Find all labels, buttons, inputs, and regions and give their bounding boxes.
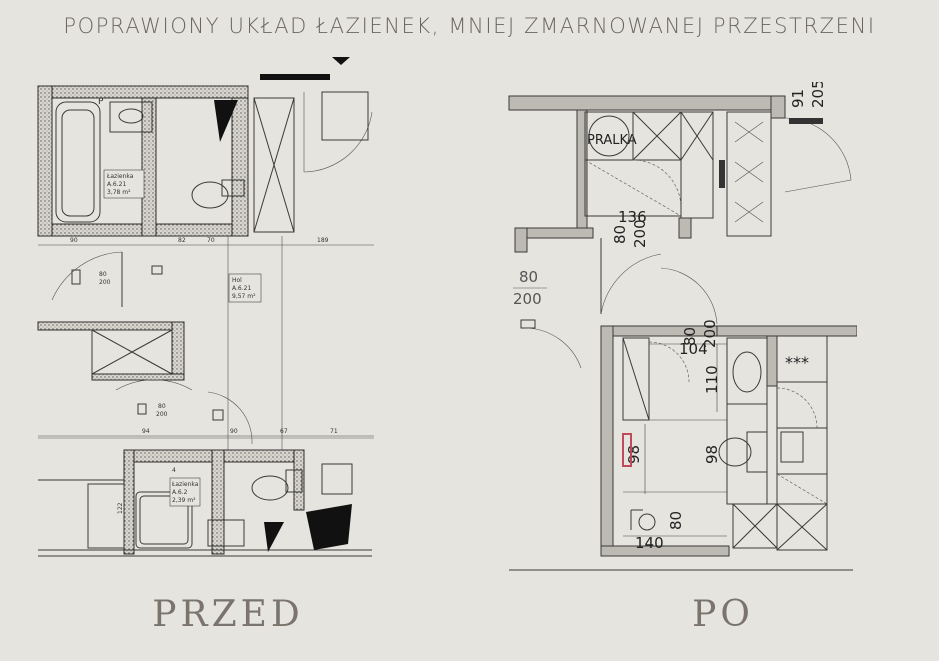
storage-box (87, 483, 125, 549)
svg-text:70: 70 (207, 237, 215, 244)
dim-200b: 200 (701, 319, 719, 348)
closet (726, 111, 772, 237)
svg-text:9,57 m²: 9,57 m² (232, 293, 256, 300)
lower-bathroom-after (509, 325, 857, 571)
svg-text:80: 80 (158, 403, 166, 410)
dimension-row-middle: 94 90 67 71 (38, 428, 374, 437)
lower-sink-icon (207, 519, 245, 547)
room-tag-lower-bathroom: Łazienka A.6.2 2,39 m² (169, 477, 201, 507)
dim-200a: 200 (631, 219, 649, 248)
svg-text:80: 80 (99, 271, 107, 278)
svg-text:200: 200 (156, 411, 168, 418)
svg-text:Łazienka: Łazienka (106, 173, 134, 180)
dim-122: 122 (117, 502, 124, 514)
door-wedge-dark-2 (264, 522, 284, 552)
lower-door: 80 200 (115, 379, 253, 445)
upper-bathroom-walls (37, 85, 249, 237)
grid-lines (38, 236, 374, 452)
sink-icon (109, 101, 153, 133)
svg-text:94: 94 (142, 428, 150, 435)
heater-icon (622, 433, 632, 467)
room-tag-hall: Hol A.6.21 9,57 m² (228, 273, 262, 303)
dim-80-side: 80 (519, 268, 538, 286)
bathtub-icon (55, 101, 101, 223)
svg-text:67: 67 (280, 428, 288, 435)
dim-98b: 98 (703, 445, 721, 464)
dim-110: 110 (703, 365, 721, 394)
svg-text:200: 200 (99, 279, 111, 286)
dim-80a: 80 (611, 225, 629, 244)
door-swing (303, 92, 373, 173)
dim-80c: 80 (667, 511, 685, 530)
door-wedge-dark (214, 100, 238, 142)
svg-text:3,78 m²: 3,78 m² (107, 189, 131, 196)
dim-91: 91 (789, 89, 807, 108)
ventilation-shaft (253, 97, 295, 233)
lower-bathroom-walls (38, 449, 372, 557)
svg-text:71: 71 (330, 428, 338, 435)
before-floor-plan: P Łazienka A.6.21 3,78 m² 90 82 70 189 8… (37, 57, 374, 557)
caption-before: PRZED (152, 594, 304, 635)
shower-icon (135, 491, 193, 549)
lower-toilet-icon (251, 469, 303, 501)
laundry-room: PRALKA (584, 95, 852, 237)
middle-wall (37, 321, 185, 381)
dim-205: 205 (809, 82, 827, 108)
svg-text:90: 90 (70, 237, 78, 244)
dim-140: 140 (635, 534, 664, 552)
svg-text:A.6.2: A.6.2 (172, 489, 188, 496)
dark-block (719, 160, 725, 188)
after-shower (622, 337, 690, 421)
room-mark-p: P (98, 97, 104, 107)
dim-200-side: 200 (513, 290, 542, 308)
right-cabinets: *** (732, 335, 828, 551)
north-marker-icon (332, 57, 350, 65)
after-toilet-icon (718, 431, 768, 473)
middle-door-swing (520, 238, 718, 369)
svg-text:A.6.21: A.6.21 (107, 181, 126, 188)
lower-shower-head (630, 509, 656, 531)
left-door: 80 200 (51, 251, 163, 307)
after-floor-plan: PRALKA 136 80 200 91 205 80 (508, 82, 857, 571)
svg-text:Łazienka: Łazienka (171, 481, 199, 488)
washing-machine-icon (588, 115, 630, 157)
svg-text:2,39 m²: 2,39 m² (172, 497, 196, 504)
dim-104: 104 (679, 340, 708, 358)
svg-text:82: 82 (178, 237, 186, 244)
svg-text:A.6.21: A.6.21 (232, 285, 251, 292)
dim-136: 136 (618, 208, 647, 226)
after-sink-icon (726, 337, 768, 405)
svg-text:Hol: Hol (232, 277, 242, 284)
after-top-walls (508, 95, 772, 253)
dimension-row-top: 90 82 70 189 (38, 237, 374, 246)
caption-after: PO (692, 594, 754, 635)
upper-column (680, 111, 714, 219)
room-tag-upper-bathroom: Łazienka A.6.21 3,78 m² (103, 169, 145, 199)
lower-shaft (321, 463, 353, 495)
washer-label: PRALKA (587, 133, 637, 148)
toilet-icon (191, 179, 245, 209)
svg-text:189: 189 (317, 237, 329, 244)
page-title: POPRAWIONY UKŁAD ŁAZIENEK, MNIEJ ZMARNOW… (63, 14, 876, 38)
stars-mark: *** (785, 353, 809, 372)
dim-98a: 98 (625, 445, 643, 464)
door-wedge-dark-3 (306, 504, 352, 550)
dim-80b: 80 (681, 327, 699, 346)
svg-text:90: 90 (230, 428, 238, 435)
room-number-mark: 4 (172, 467, 176, 474)
wall-segment-dark (260, 74, 330, 80)
